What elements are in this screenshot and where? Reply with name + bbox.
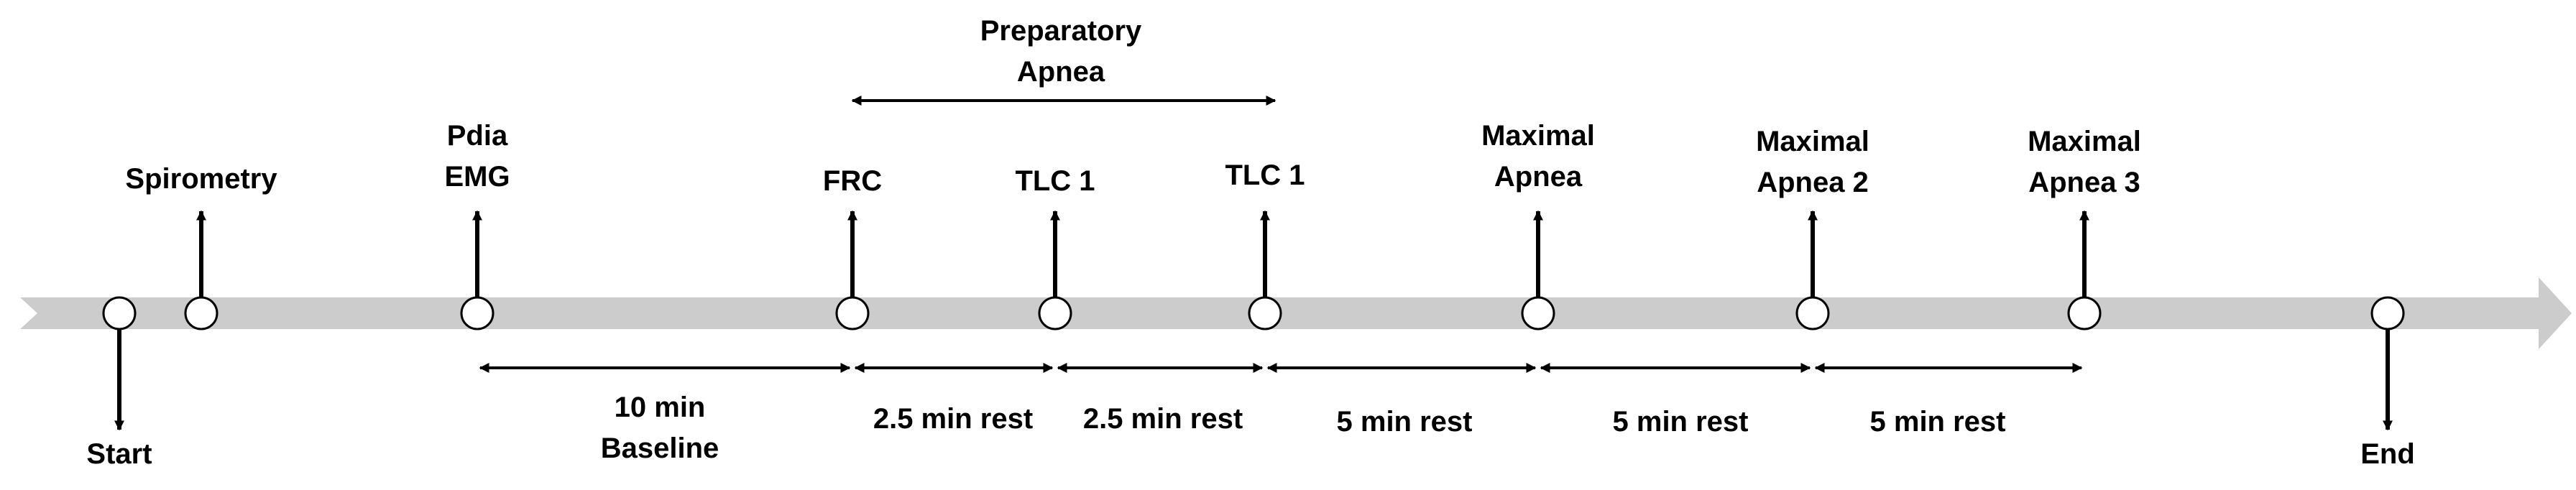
baseline-label-line: 10 min — [615, 392, 706, 423]
tlc1-a-label: TLC 1 — [1015, 165, 1095, 197]
tlc1-a-node — [1038, 296, 1072, 330]
maximal-apnea-label-line: Maximal — [1481, 120, 1595, 152]
pdia-emg-label-line: EMG — [444, 161, 510, 193]
spirometry-node — [184, 296, 218, 330]
spirometry-label: Spirometry — [125, 163, 277, 195]
pdia-emg-node — [460, 296, 494, 330]
baseline-label-line: Baseline — [601, 433, 719, 464]
maximal-apnea-2-label-line: Apnea 2 — [1757, 167, 1869, 198]
maximal-apnea-2-node — [1795, 296, 1830, 330]
preparatory-label-line: Apnea — [1017, 56, 1105, 88]
start-label: Start — [86, 438, 152, 470]
tlc1-b-label-line: TLC 1 — [1225, 160, 1305, 191]
maximal-apnea-3-label-line: Maximal — [2028, 126, 2141, 157]
rest-1-label-line: 2.5 min rest — [873, 403, 1033, 435]
rest-5-label: 5 min rest — [1870, 406, 2006, 438]
tlc1-a-label-line: TLC 1 — [1015, 165, 1095, 197]
frc-node — [835, 296, 870, 330]
end-node — [2370, 296, 2405, 330]
maximal-apnea-3-label-line: Apnea 3 — [2028, 167, 2140, 198]
end-label: End — [2360, 438, 2415, 470]
maximal-apnea-3-node — [2067, 296, 2102, 330]
maximal-apnea-label-line: Apnea — [1494, 161, 1583, 193]
pdia-emg-label-line: Pdia — [447, 120, 508, 152]
rest-2-label: 2.5 min rest — [1083, 403, 1243, 435]
start-label-line: Start — [86, 438, 152, 470]
rest-3-label: 5 min rest — [1337, 406, 1473, 438]
start-node — [102, 296, 137, 330]
end-label-line: End — [2360, 438, 2415, 470]
maximal-apnea-2-label-line: Maximal — [1756, 126, 1869, 157]
maximal-apnea-node — [1521, 296, 1555, 330]
preparatory-label-line: Preparatory — [980, 15, 1142, 47]
frc-label: FRC — [823, 165, 882, 197]
rest-3-label-line: 5 min rest — [1337, 406, 1473, 438]
rest-1-label: 2.5 min rest — [873, 403, 1033, 435]
rest-2-label-line: 2.5 min rest — [1083, 403, 1243, 435]
tlc1-b-label: TLC 1 — [1225, 160, 1305, 191]
tlc1-b-node — [1248, 296, 1282, 330]
frc-label-line: FRC — [823, 165, 882, 197]
rest-4-label: 5 min rest — [1613, 406, 1749, 438]
spirometry-label-line: Spirometry — [125, 163, 277, 195]
timeline-band — [20, 277, 2572, 349]
rest-4-label-line: 5 min rest — [1613, 406, 1749, 438]
rest-5-label-line: 5 min rest — [1870, 406, 2006, 438]
